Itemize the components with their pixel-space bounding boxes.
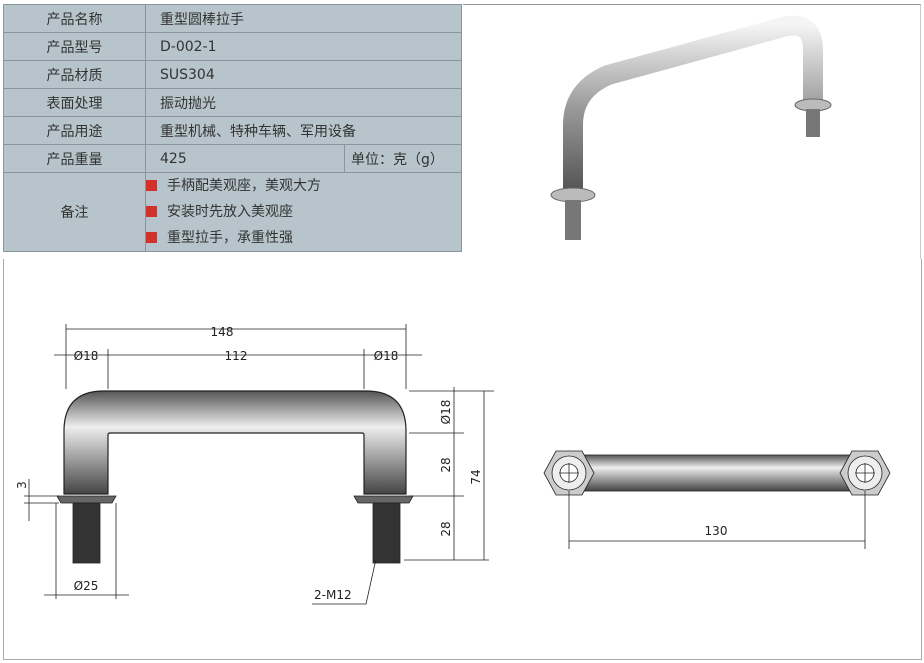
dim-dia-left: Ø18 bbox=[74, 349, 99, 363]
spec-label: 产品名称 bbox=[3, 4, 146, 33]
spec-label: 产品型号 bbox=[3, 32, 146, 61]
note-text: 重型拉手，承重性强 bbox=[167, 230, 293, 246]
notes-label: 备注 bbox=[3, 172, 146, 252]
dim-dia-right: Ø18 bbox=[374, 349, 399, 363]
spec-value: 425 bbox=[145, 144, 345, 173]
dim-height: 74 bbox=[469, 469, 483, 484]
dim-h2: 28 bbox=[439, 521, 453, 536]
dim-h1: 28 bbox=[439, 457, 453, 472]
product-photo bbox=[463, 4, 921, 259]
spec-label: 产品用途 bbox=[3, 116, 146, 145]
spec-value: 重型圆棒拉手 bbox=[145, 4, 462, 33]
bullet-icon bbox=[146, 232, 157, 243]
top-view-right-boss bbox=[839, 450, 891, 496]
bullet-icon bbox=[146, 206, 157, 217]
spec-row: 产品名称重型圆棒拉手 bbox=[3, 4, 462, 33]
dimension-drawing: 148 112 Ø18 Ø18 Ø18 28 28 74 3 Ø25 2-M12… bbox=[15, 324, 891, 605]
notes-row: 备注 手柄配美观座，美观大方 安装时先放入美观座 重型拉手，承重性强 bbox=[3, 172, 462, 252]
spec-value: SUS304 bbox=[145, 60, 462, 89]
technical-drawing: 148 112 Ø18 Ø18 Ø18 28 28 74 3 Ø25 2-M12… bbox=[3, 259, 922, 660]
dim-base-dia: Ø25 bbox=[74, 579, 99, 593]
spec-label: 产品材质 bbox=[3, 60, 146, 89]
spec-row: 表面处理振动抛光 bbox=[3, 88, 462, 117]
dim-flange: 3 bbox=[15, 481, 29, 489]
dim-span: 112 bbox=[225, 349, 248, 363]
notes-list: 手柄配美观座，美观大方 安装时先放入美观座 重型拉手，承重性强 bbox=[145, 172, 462, 252]
spec-label: 产品重量 bbox=[3, 144, 146, 173]
bullet-icon bbox=[146, 180, 157, 191]
note-item: 安装时先放入美观座 bbox=[146, 199, 461, 225]
dim-thread: 2-M12 bbox=[314, 588, 352, 602]
handle-photo-image bbox=[550, 15, 832, 240]
spec-value: D-002-1 bbox=[145, 32, 462, 61]
note-item: 手柄配美观座，美观大方 bbox=[146, 173, 461, 199]
dim-dia-side: Ø18 bbox=[439, 400, 453, 425]
note-text: 安装时先放入美观座 bbox=[167, 204, 293, 220]
note-item: 重型拉手，承重性强 bbox=[146, 225, 461, 251]
spec-value: 重型机械、特种车辆、军用设备 bbox=[145, 116, 462, 145]
spec-value: 振动抛光 bbox=[145, 88, 462, 117]
note-text: 手柄配美观座，美观大方 bbox=[167, 178, 321, 194]
unit-label: 单位：克（g） bbox=[344, 144, 462, 173]
spec-row: 产品用途重型机械、特种车辆、军用设备 bbox=[3, 116, 462, 145]
spec-label: 表面处理 bbox=[3, 88, 146, 117]
dim-center: 130 bbox=[705, 524, 728, 538]
top-view-left-boss bbox=[543, 450, 595, 496]
dim-overall: 148 bbox=[211, 325, 234, 339]
